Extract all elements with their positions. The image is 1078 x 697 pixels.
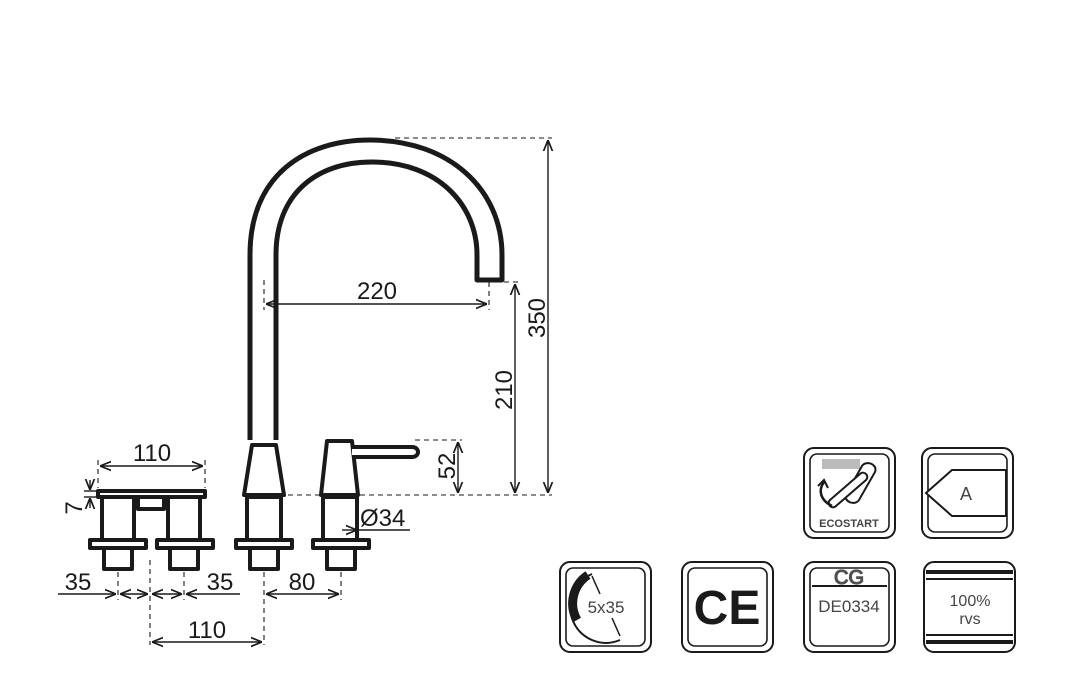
dimension-label-52: 52 <box>434 453 461 480</box>
dimension-label-110-top: 110 <box>133 440 171 467</box>
ecostart-icon <box>817 459 877 509</box>
dimension-label-diameter: Ø34 <box>360 505 405 532</box>
dimension-spout-reach: 220 <box>263 278 490 310</box>
dimension-filter-width: 110 <box>97 440 206 488</box>
energy-arrow-icon <box>924 469 1007 517</box>
ecostart-badge: ECOSTART <box>803 447 896 539</box>
dimension-label-220: 220 <box>357 278 397 305</box>
dimension-filter-left: 35 <box>58 569 148 596</box>
certification-mark: CG <box>834 567 864 589</box>
stainless-steel-badge: 100% rvs <box>923 561 1016 653</box>
material-percent: 100% <box>950 593 991 610</box>
dimension-label-110-bottom: 110 <box>188 617 226 644</box>
dimension-handle-height: 52 <box>415 439 462 493</box>
dimension-label-35-right: 35 <box>207 569 234 596</box>
pressure-label: 5x35 <box>588 598 625 617</box>
dimension-filter-right: 35 <box>152 569 240 596</box>
energy-label-badge: A <box>921 447 1014 539</box>
steel-stripes-icon <box>926 570 1013 644</box>
faucet-handle <box>311 439 420 571</box>
dimension-filter-cap: 7 <box>61 480 98 515</box>
energy-label-text: A <box>960 484 972 504</box>
faucet-spout <box>247 137 505 440</box>
dimension-label-35-left: 35 <box>65 569 92 596</box>
dimension-label-210: 210 <box>491 370 518 410</box>
dimension-spout-height: 210 <box>491 281 520 493</box>
dimension-filter-spacing: 110 <box>152 617 262 644</box>
faucet-body <box>234 443 294 571</box>
rotation-icon <box>568 571 621 644</box>
ce-badge: CE <box>681 561 774 653</box>
material-name: rvs <box>959 611 980 628</box>
ce-mark-icon: CE <box>694 582 761 635</box>
dimension-label-80: 80 <box>289 569 316 596</box>
ecostart-label: ECOSTART <box>819 518 879 530</box>
dimension-diameter: Ø34 <box>342 505 410 532</box>
bottom-extension-lines <box>117 560 342 645</box>
dimension-handle-spacing: 80 <box>266 569 339 596</box>
dimension-label-350: 350 <box>524 298 551 338</box>
dimension-label-7: 7 <box>61 501 88 514</box>
certification-badge: CG DE0334 <box>803 561 896 653</box>
pressure-badge: 5x35 <box>559 561 652 653</box>
dimension-total-height: 350 <box>395 137 552 493</box>
certification-code: DE0334 <box>818 597 879 616</box>
filter-unit <box>88 489 215 571</box>
